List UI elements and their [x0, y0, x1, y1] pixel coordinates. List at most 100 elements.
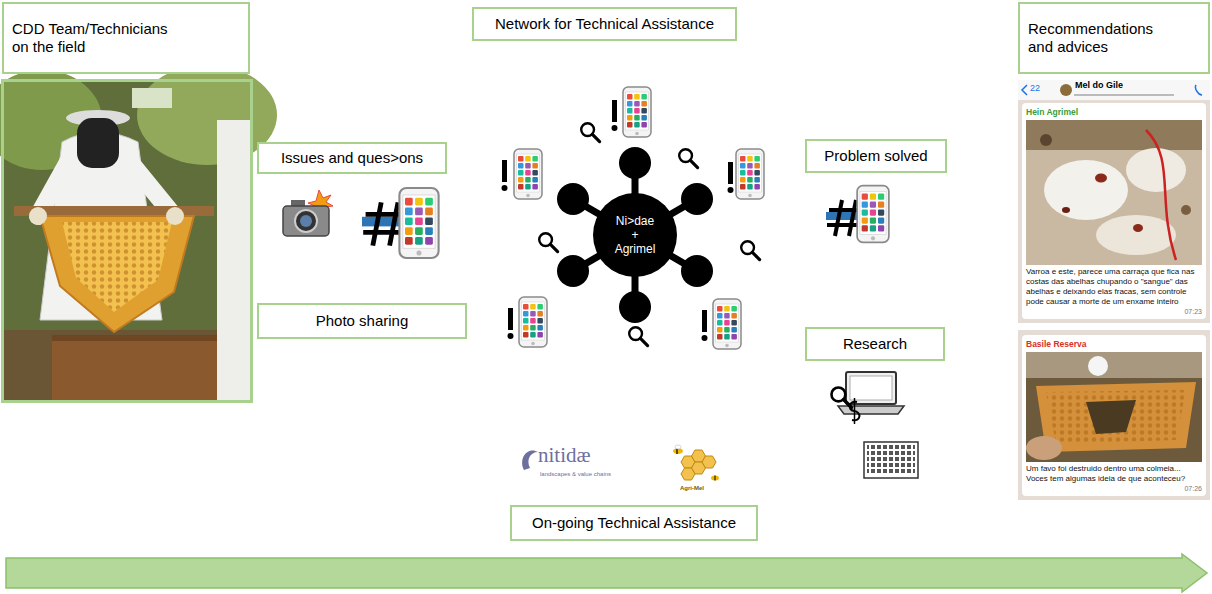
beekeeper-photo: [0, 65, 277, 402]
laptop-icon: [850, 376, 892, 400]
timeline-arrow: [6, 554, 1207, 592]
magnifier-icons: [629, 327, 647, 345]
logo-name: Agri-Mel: [680, 485, 704, 492]
magnifier-icons: [741, 241, 759, 259]
magnifier-icons: [581, 123, 599, 141]
mite-photo: [1026, 120, 1202, 265]
network-spokes: [557, 183, 589, 215]
mite-photo: [1146, 130, 1176, 260]
mite-photo: [1026, 120, 1202, 265]
mite-photo: [1096, 215, 1176, 255]
chat-screenshot: [1060, 84, 1072, 96]
exclamation-marks: [502, 160, 508, 191]
label-box: Issues and ques>ons: [257, 142, 447, 174]
exclamation-marks: [508, 308, 514, 339]
chat-screenshot: [1022, 85, 1027, 95]
camera-icon: [283, 206, 329, 236]
mite-photo: [1026, 120, 1202, 150]
label-box: Research: [805, 327, 945, 361]
network-spokes: [619, 291, 651, 323]
label-box: Recommendations and advices: [1018, 2, 1210, 74]
laptop-icon: [846, 372, 896, 404]
agrimel-logo: [675, 445, 681, 449]
mite-photo: [1126, 148, 1186, 192]
agrimel-logo: [715, 476, 716, 481]
logo-tagline: landscapes & value chains: [540, 471, 611, 478]
hub-circle: Ni>dae + Agrimel: [593, 193, 677, 277]
network-spokes: [557, 147, 713, 323]
magnifier-icon: [831, 387, 851, 407]
phone-icons: [514, 149, 542, 199]
hashtag-phone-icon: [399, 188, 438, 258]
agrimel-logo: [673, 445, 719, 481]
label-box: Problem solved: [805, 139, 947, 173]
box-label: Research: [843, 335, 907, 353]
agrimel-logo: [702, 456, 716, 468]
photo-frame: [3, 81, 252, 402]
comb-photo: [1088, 356, 1108, 376]
phone-icons: [623, 87, 651, 137]
box-label: On-going Technical Assistance: [532, 514, 736, 532]
laptop-icon: [838, 406, 904, 414]
magnifier-icons: [539, 233, 557, 251]
exclamation-marks: [612, 100, 618, 131]
hashtag-phone-icon: [857, 186, 889, 243]
exclamation-marks: [702, 310, 708, 341]
mite-photo: [1133, 224, 1143, 232]
box-label: Issues and ques>ons: [281, 149, 423, 167]
magnifier-icons: [539, 123, 759, 345]
agrimel-logo: [681, 468, 695, 480]
message-text: Um favo foi destruido dentro uma colmeia…: [1026, 464, 1202, 484]
beekeeper-photo: [52, 335, 217, 341]
beekeeper-photo: [40, 216, 194, 332]
nitidae-logo: [522, 450, 538, 470]
chat-bubble: Basile Reserva Um favo foi destruido den…: [1022, 335, 1206, 496]
keyboard-icon: [864, 442, 918, 478]
comb-photo: [1026, 352, 1202, 462]
phone-icons: [736, 149, 764, 199]
comb-photo: [1036, 382, 1196, 452]
mite-photo: [1044, 160, 1128, 220]
box-label: Network for Technical Assistance: [495, 15, 714, 33]
network-spokes: [681, 183, 713, 215]
phone-icons: [519, 297, 547, 347]
box-label: CDD Team/Technicians on the field: [12, 20, 182, 56]
camera-icon: [295, 210, 317, 232]
beekeeper-photo: [132, 88, 172, 108]
mite-photo: [1181, 205, 1191, 215]
beekeeper-photo: [77, 118, 119, 168]
beekeeper-photo: [217, 120, 252, 402]
hashtag-phone-icon: [362, 188, 439, 258]
beekeeper-photo: [166, 207, 184, 225]
label-box: Photo sharing: [257, 303, 467, 339]
sender-name: Hein Agrimel: [1026, 106, 1202, 118]
nitidae-logo: [522, 450, 538, 470]
keyboard-icon: [864, 442, 918, 478]
box-label: Problem solved: [824, 147, 927, 165]
mite-photo: [1062, 207, 1070, 213]
camera-icon: [300, 215, 312, 227]
logo-name: nitidæ: [538, 444, 591, 467]
mite-photo: [1040, 134, 1052, 146]
comb-photo: [1026, 352, 1202, 462]
agrimel-logo: [711, 476, 719, 481]
sender-name: Basile Reserva: [1026, 338, 1202, 350]
comb-photo: [1086, 400, 1136, 434]
label-box: CDD Team/Technicians on the field: [2, 2, 250, 74]
beekeeper-photo: [62, 222, 172, 312]
box-label: Photo sharing: [316, 312, 409, 330]
badge-count: 22: [1030, 84, 1040, 94]
label-box: Network for Technical Assistance: [472, 7, 737, 41]
hub-label: Ni>dae + Agrimel: [613, 214, 657, 256]
chat-screenshot: [1195, 85, 1202, 95]
beekeeper-photo: [62, 222, 172, 312]
phone-icons: [713, 299, 741, 349]
chat-screenshot: [1018, 330, 1210, 500]
chat-screenshot: [1074, 94, 1174, 96]
message-text: Varroa e este, parece uma carraça que fi…: [1026, 267, 1202, 307]
mite-photo: [1095, 174, 1107, 183]
exclamation-marks: [502, 100, 734, 341]
dollar-icon: [850, 398, 860, 424]
comb-photo: [1026, 352, 1202, 378]
